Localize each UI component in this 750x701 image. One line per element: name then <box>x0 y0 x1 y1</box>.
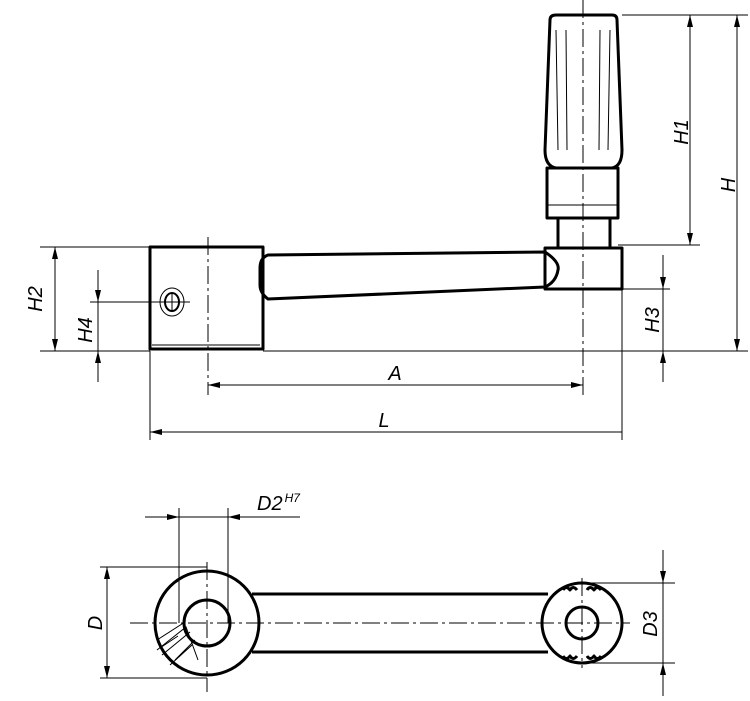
grip-handle <box>543 13 624 170</box>
grip-neck <box>556 216 612 250</box>
dim-d-label: D <box>85 616 107 630</box>
dim-d3-label: D3 <box>640 611 662 637</box>
dim-a-label: A <box>387 363 401 385</box>
crank-arm <box>258 250 560 301</box>
crank-arm-top <box>252 592 548 654</box>
dim-d2-tolerance: H7 <box>285 491 302 505</box>
dim-h3-label: H3 <box>642 307 664 333</box>
side-view: H H1 H2 H4 H3 A L <box>25 0 748 440</box>
left-hub <box>148 245 265 351</box>
dim-d2-text: D2 <box>257 493 283 515</box>
dim-h4-label: H4 <box>75 317 97 343</box>
section-hatch <box>156 621 199 666</box>
dim-l-label: L <box>378 410 389 432</box>
dim-h2-label: H2 <box>25 286 47 312</box>
dim-h1-label: H1 <box>671 119 693 145</box>
dim-h-label: H <box>718 177 740 192</box>
